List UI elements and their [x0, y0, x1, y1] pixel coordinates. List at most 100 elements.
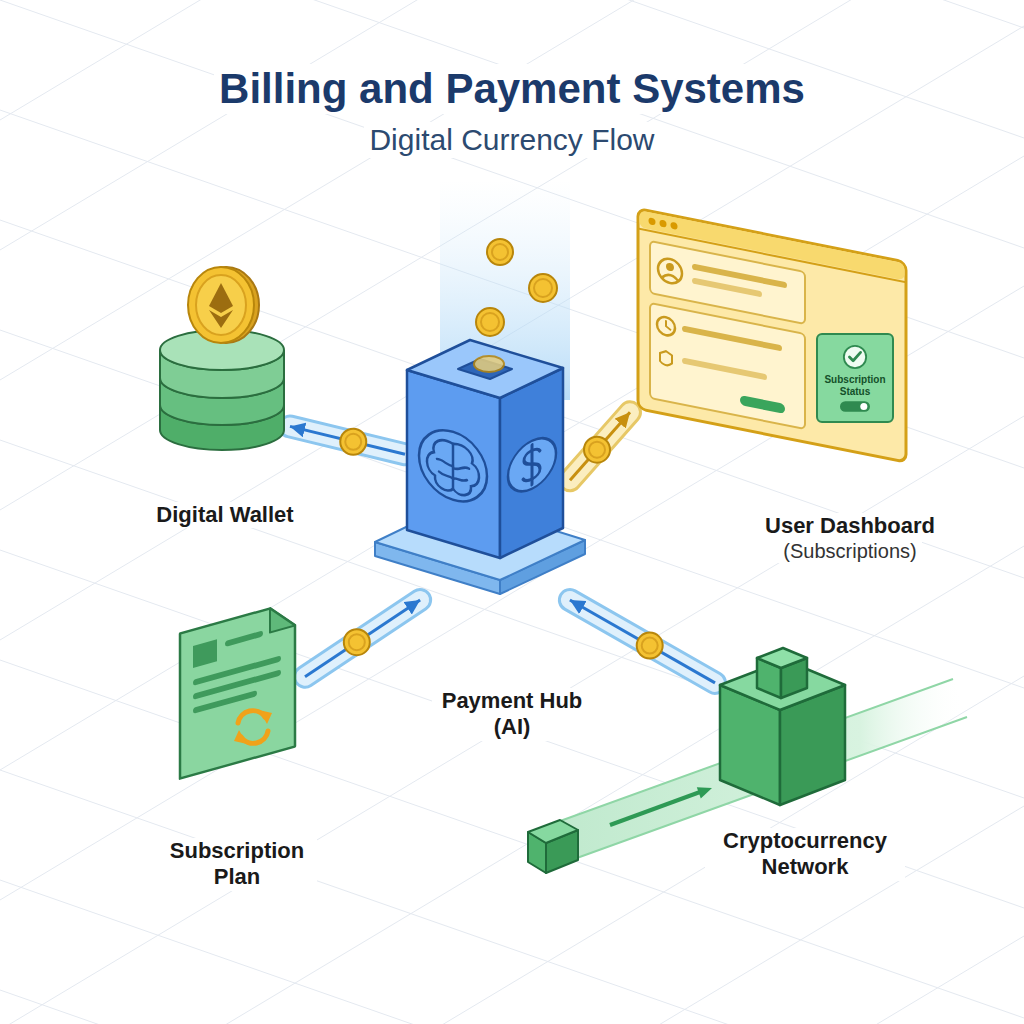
diagram-title: Billing and Payment Systems — [214, 64, 810, 114]
pipe-wall — [570, 600, 715, 683]
document-icon-part — [193, 655, 281, 686]
document-icon — [175, 595, 305, 785]
cube-part — [407, 370, 500, 558]
toggle-switch-part — [860, 403, 867, 410]
dashboard-window-part — [682, 325, 782, 351]
hub-cube — [405, 300, 570, 600]
dashboard-window-part — [666, 262, 674, 272]
label-block: Payment Hub (AI) — [432, 688, 592, 741]
brain-symbol-part — [437, 459, 469, 484]
flow-pipe — [305, 600, 420, 677]
falling-coins-part — [481, 313, 499, 331]
pipe-core — [570, 412, 630, 480]
network-tube-part — [697, 787, 712, 798]
dashboard-window-part — [650, 303, 805, 429]
pipe-wall — [305, 600, 420, 677]
falling-coins-part — [474, 356, 504, 372]
coin — [188, 267, 259, 343]
node-label: Subscription Status — [821, 374, 889, 397]
coin — [345, 434, 361, 450]
hub-node: Payment Hub (AI) — [405, 300, 570, 600]
coin-part — [209, 310, 233, 328]
label-block: Subscription Plan — [157, 838, 317, 891]
falling-coins — [474, 239, 557, 372]
check-icon-part — [849, 352, 860, 360]
coin-part — [209, 283, 233, 313]
text-row: Billing and Payment Systems — [0, 64, 1024, 114]
document-icon-part — [193, 639, 217, 668]
toggle-switch-part — [840, 401, 870, 412]
dollar-symbol-part — [508, 429, 556, 500]
dashboard-window-part — [671, 222, 678, 230]
check-icon — [842, 344, 868, 370]
node-label: Payment Hub (AI) — [432, 688, 592, 741]
flow-arrow — [305, 600, 420, 677]
brain-symbol — [419, 422, 487, 510]
dashboard-window-part — [666, 320, 671, 330]
label-block: Cryptocurrency Network — [705, 828, 905, 881]
flow-pipe — [290, 426, 405, 454]
coin — [589, 442, 605, 458]
flow-arrow — [570, 412, 630, 480]
network-node: Cryptocurrency Network — [715, 620, 850, 805]
blockchain-blocks-part — [720, 648, 845, 805]
coin-part — [188, 267, 254, 343]
dashboard-window-part — [740, 395, 785, 414]
wallet-node: Digital Wallet — [155, 250, 290, 445]
falling-coins-part — [476, 308, 504, 336]
dashboard-window-part — [662, 273, 678, 280]
cube-part — [500, 368, 563, 558]
pipe-core — [290, 426, 405, 454]
node-label: Cryptocurrency Network — [705, 828, 905, 881]
node-label: Digital Wallet — [151, 502, 298, 528]
pipe-core — [305, 600, 420, 677]
dashboard-window-part — [658, 257, 682, 286]
document-icon-part — [180, 601, 295, 778]
dashboard-window-part — [649, 217, 656, 225]
dashboard-window-part — [682, 357, 767, 380]
cube — [407, 340, 563, 558]
database-cylinder — [160, 330, 284, 450]
network-tube-part — [610, 792, 700, 825]
renew-arrows-part — [259, 710, 272, 724]
cube-part — [407, 340, 563, 398]
brain-symbol-part — [419, 422, 487, 510]
flow-pipe — [570, 412, 630, 480]
flow-pipe — [570, 600, 715, 683]
dashboard-window-part — [692, 277, 762, 297]
node-label: User Dashboard — [760, 513, 940, 539]
document-icon-part — [225, 630, 263, 647]
dashboard-window-part — [638, 209, 906, 463]
check-icon-part — [844, 346, 866, 368]
coin — [642, 638, 658, 654]
dashboard-window-part — [657, 315, 675, 337]
label-block: Digital Wallet — [125, 502, 325, 528]
pipe-wall — [570, 412, 630, 480]
flow-arrow — [570, 600, 715, 683]
coin — [637, 633, 663, 659]
falling-coins-part — [487, 239, 513, 265]
renew-arrows — [234, 710, 272, 744]
dashboard-window-part — [660, 350, 672, 366]
node-label: Subscription Plan — [157, 838, 317, 891]
pipe-wall — [290, 426, 405, 454]
pipe-core — [570, 600, 715, 683]
blockchain-blocks-part — [757, 648, 807, 668]
text-row: Digital Currency Flow — [0, 122, 1024, 158]
renew-arrows-part — [234, 730, 247, 744]
plan-node: Subscription Plan — [175, 595, 305, 785]
dashboard-window-part — [638, 209, 906, 463]
coin-part — [196, 275, 246, 335]
coin — [349, 634, 365, 650]
coin — [340, 429, 366, 455]
status-panel: Subscription Status — [816, 333, 894, 423]
network-tube-part — [528, 820, 578, 873]
node-label: (Subscriptions) — [778, 539, 921, 563]
blockchain-blocks — [715, 620, 850, 805]
dollar-symbol-part — [530, 445, 533, 485]
database-icon — [155, 250, 290, 445]
label-block: User Dashboard(Subscriptions) — [730, 513, 970, 563]
brain-symbol-part — [427, 435, 479, 500]
